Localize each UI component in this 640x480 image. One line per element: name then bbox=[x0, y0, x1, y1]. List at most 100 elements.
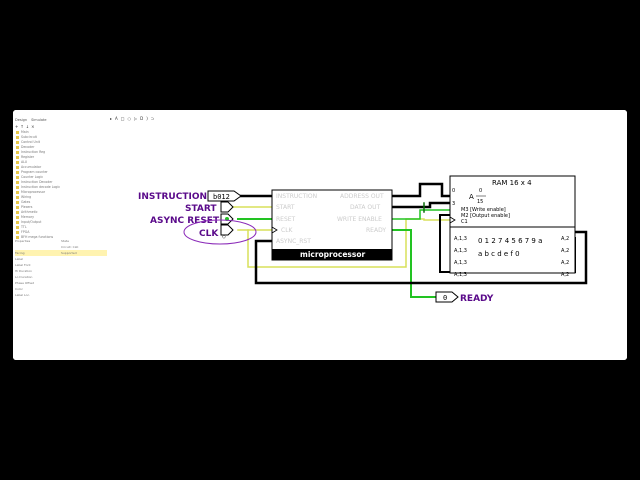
tree-item[interactable]: Decoder bbox=[16, 145, 60, 150]
input-pin-icon[interactable]: □ bbox=[120, 116, 125, 121]
attr-row[interactable]: Color bbox=[15, 286, 107, 292]
microprocessor-block[interactable]: microprocessor INSTRUCTION START RESET C… bbox=[271, 189, 393, 261]
tree-item[interactable]: FPGA bbox=[16, 230, 60, 235]
tree-item[interactable]: TTL bbox=[16, 225, 60, 230]
attr-row[interactable]: Circuit: CLK bbox=[15, 244, 107, 250]
tree-item-label: Control Unit bbox=[21, 140, 41, 144]
folder-icon bbox=[16, 196, 19, 199]
attr-row[interactable]: Label bbox=[15, 256, 107, 262]
tree-item-label: TTL bbox=[21, 225, 27, 229]
attr-key: Color bbox=[15, 287, 23, 291]
tree-item[interactable]: Main bbox=[16, 130, 60, 135]
wire-address[interactable] bbox=[390, 182, 452, 198]
wire-write-enable[interactable] bbox=[391, 209, 451, 220]
folder-icon bbox=[16, 206, 19, 209]
folder-icon bbox=[16, 226, 19, 229]
ram-pin-0: 0 bbox=[452, 188, 455, 194]
tree-item[interactable]: Instruction Decoder bbox=[16, 180, 60, 185]
instruction-input-pin[interactable] bbox=[207, 190, 242, 202]
wire-ram-data-back[interactable] bbox=[254, 230, 588, 285]
text-tool-icon[interactable]: A bbox=[115, 116, 118, 121]
attr-value[interactable]: Circuit: CLK bbox=[61, 245, 79, 249]
tree-item[interactable]: BFH mega functions bbox=[16, 235, 60, 240]
attr-row[interactable]: Phase Offset bbox=[15, 280, 107, 286]
tree-item[interactable]: Counter Logic bbox=[16, 175, 60, 180]
attr-row[interactable]: Label Loc. bbox=[15, 292, 107, 298]
folder-icon bbox=[16, 151, 19, 154]
tree-item[interactable]: Microprocessor bbox=[16, 190, 60, 195]
tree-item[interactable]: Register bbox=[16, 155, 60, 160]
tree-item[interactable]: Arithmetic bbox=[16, 210, 60, 215]
tree-item[interactable]: Accumulator bbox=[16, 165, 60, 170]
output-pin-icon[interactable]: ○ bbox=[127, 116, 132, 121]
attr-header-state[interactable]: State bbox=[61, 239, 69, 243]
tree-item[interactable]: Program counter bbox=[16, 170, 60, 175]
not-gate-icon[interactable]: ▷ bbox=[134, 116, 138, 121]
attr-row[interactable]: Label Font bbox=[15, 262, 107, 268]
ram-right-port-2: A,2 bbox=[561, 248, 569, 254]
ram-title: RAM 16 x 4 bbox=[492, 179, 532, 187]
delete-icon[interactable]: × bbox=[31, 124, 35, 129]
tree-item-label: Microprocessor bbox=[21, 190, 46, 194]
move-up-icon[interactable]: ↑ bbox=[20, 124, 24, 129]
attr-value[interactable]: Supported bbox=[61, 251, 77, 255]
tree-item-label: Input/Output bbox=[21, 220, 42, 224]
tree-item[interactable]: Plexers bbox=[16, 205, 60, 210]
folder-icon bbox=[16, 171, 19, 174]
folder-icon bbox=[16, 216, 19, 219]
tree-item[interactable]: Instruction decode Logic bbox=[16, 185, 60, 190]
attr-header-properties[interactable]: Properties bbox=[15, 239, 31, 243]
tree-item[interactable]: Wiring bbox=[16, 195, 60, 200]
ready-output-pin[interactable] bbox=[435, 291, 459, 303]
mp-port-data-out: DATA OUT bbox=[350, 204, 380, 211]
tree-item-label: Counter Logic bbox=[21, 175, 44, 179]
tree-item[interactable]: Input/Output bbox=[16, 220, 60, 225]
clock-icon: ◇ bbox=[222, 234, 226, 240]
tree-item[interactable]: Control Unit bbox=[16, 140, 60, 145]
tree-item[interactable]: ALU bbox=[16, 160, 60, 165]
attr-row[interactable]: Lo Duration bbox=[15, 274, 107, 280]
tree-item-label: Memory bbox=[21, 215, 34, 219]
input-pins: b012 ◇ bbox=[207, 190, 242, 240]
pointer-icon[interactable]: ▸ bbox=[110, 116, 113, 121]
ram-m3: M3 [Write enable] bbox=[461, 207, 506, 213]
folder-icon bbox=[16, 136, 19, 139]
panel-tabs: Design Simulate bbox=[15, 118, 47, 122]
tree-item-label: Register bbox=[21, 155, 35, 159]
mp-port-clk: CLK bbox=[281, 227, 294, 234]
microprocessor-title-bar bbox=[272, 249, 392, 260]
and-gate-icon[interactable]: D bbox=[140, 116, 144, 121]
tree-item-label: Decoder bbox=[21, 145, 35, 149]
folder-icon bbox=[16, 166, 19, 169]
wire-ready[interactable] bbox=[391, 229, 437, 298]
clk-input-pin[interactable] bbox=[220, 224, 234, 236]
mp-port-start: START bbox=[276, 204, 295, 211]
move-down-icon[interactable]: ↓ bbox=[25, 124, 30, 129]
add-circuit-icon[interactable]: + bbox=[15, 124, 19, 129]
tree-item-label: ALU bbox=[21, 160, 28, 164]
tree-item[interactable]: Subcircuit bbox=[16, 135, 60, 140]
attr-key: Label Loc. bbox=[15, 293, 31, 297]
start-input-pin[interactable] bbox=[220, 201, 234, 213]
xor-gate-icon[interactable]: ⊃ bbox=[150, 116, 155, 121]
tree-item[interactable]: Memory bbox=[16, 215, 60, 220]
attr-row[interactable]: Hi Duration bbox=[15, 268, 107, 274]
ram-left-port-3: A,1,3 bbox=[454, 260, 467, 266]
folder-icon bbox=[16, 236, 19, 239]
tab-design[interactable]: Design bbox=[15, 118, 28, 122]
tree-item[interactable]: Gates bbox=[16, 200, 60, 205]
tree-item-label: FPGA bbox=[21, 230, 30, 234]
ram-block[interactable]: RAM 16 x 4 0 3 A 0 15 M3 [Write enable] … bbox=[449, 175, 576, 278]
wires bbox=[231, 182, 588, 298]
tree-item[interactable]: Instruction Reg bbox=[16, 150, 60, 155]
or-gate-icon[interactable]: ) bbox=[146, 116, 148, 121]
ram-left-port-2: A,1,3 bbox=[454, 248, 467, 254]
wire-data-out[interactable] bbox=[390, 201, 452, 209]
folder-icon bbox=[16, 181, 19, 184]
tree-item-label: Plexers bbox=[21, 205, 33, 209]
tab-simulate[interactable]: Simulate bbox=[31, 118, 47, 122]
ram-address-label: A bbox=[469, 193, 474, 201]
tree-item-label: Main bbox=[21, 130, 29, 134]
